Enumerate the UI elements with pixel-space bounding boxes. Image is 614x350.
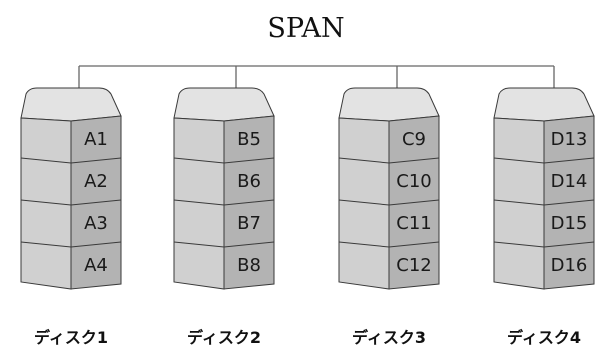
disk-top-face	[173, 87, 275, 122]
block-label-b6: B6	[237, 171, 261, 192]
block-separator	[173, 157, 275, 164]
block-label-a3: A3	[84, 213, 108, 234]
block-separator	[493, 199, 595, 206]
block-label-c9: C9	[402, 129, 426, 150]
disk-front-face	[20, 117, 72, 290]
disk-name-1: ディスク1	[34, 328, 108, 347]
diagram-title: SPAN	[267, 13, 344, 44]
block-label-a1: A1	[84, 129, 108, 150]
disk-top-face	[493, 87, 595, 122]
disk-name-2: ディスク2	[187, 328, 261, 347]
block-label-c10: C10	[396, 171, 431, 192]
span-connector-tree	[78, 65, 555, 93]
block-separator	[20, 241, 122, 248]
block-separator	[338, 241, 440, 248]
block-separator	[20, 199, 122, 206]
block-separator	[493, 241, 595, 248]
block-label-d15: D15	[551, 213, 588, 234]
disk-top-face	[20, 87, 122, 122]
disk-top-face	[338, 87, 440, 122]
block-separator	[338, 199, 440, 206]
block-separator	[173, 241, 275, 248]
disk-name-4: ディスク4	[507, 328, 581, 347]
block-label-d13: D13	[551, 129, 588, 150]
disk-front-face	[493, 117, 545, 290]
disk-front-face	[338, 117, 390, 290]
block-separator	[173, 199, 275, 206]
block-label-a4: A4	[84, 255, 108, 276]
block-label-c12: C12	[396, 255, 431, 276]
block-label-b8: B8	[237, 255, 261, 276]
block-label-b5: B5	[237, 129, 261, 150]
block-separator	[338, 157, 440, 164]
block-label-d16: D16	[551, 255, 588, 276]
block-separator	[493, 157, 595, 164]
block-separator	[20, 157, 122, 164]
block-label-d14: D14	[551, 171, 588, 192]
disk-name-3: ディスク3	[352, 328, 426, 347]
block-label-b7: B7	[237, 213, 261, 234]
disk-front-face	[173, 117, 225, 290]
block-label-a2: A2	[84, 171, 108, 192]
block-label-c11: C11	[396, 213, 431, 234]
